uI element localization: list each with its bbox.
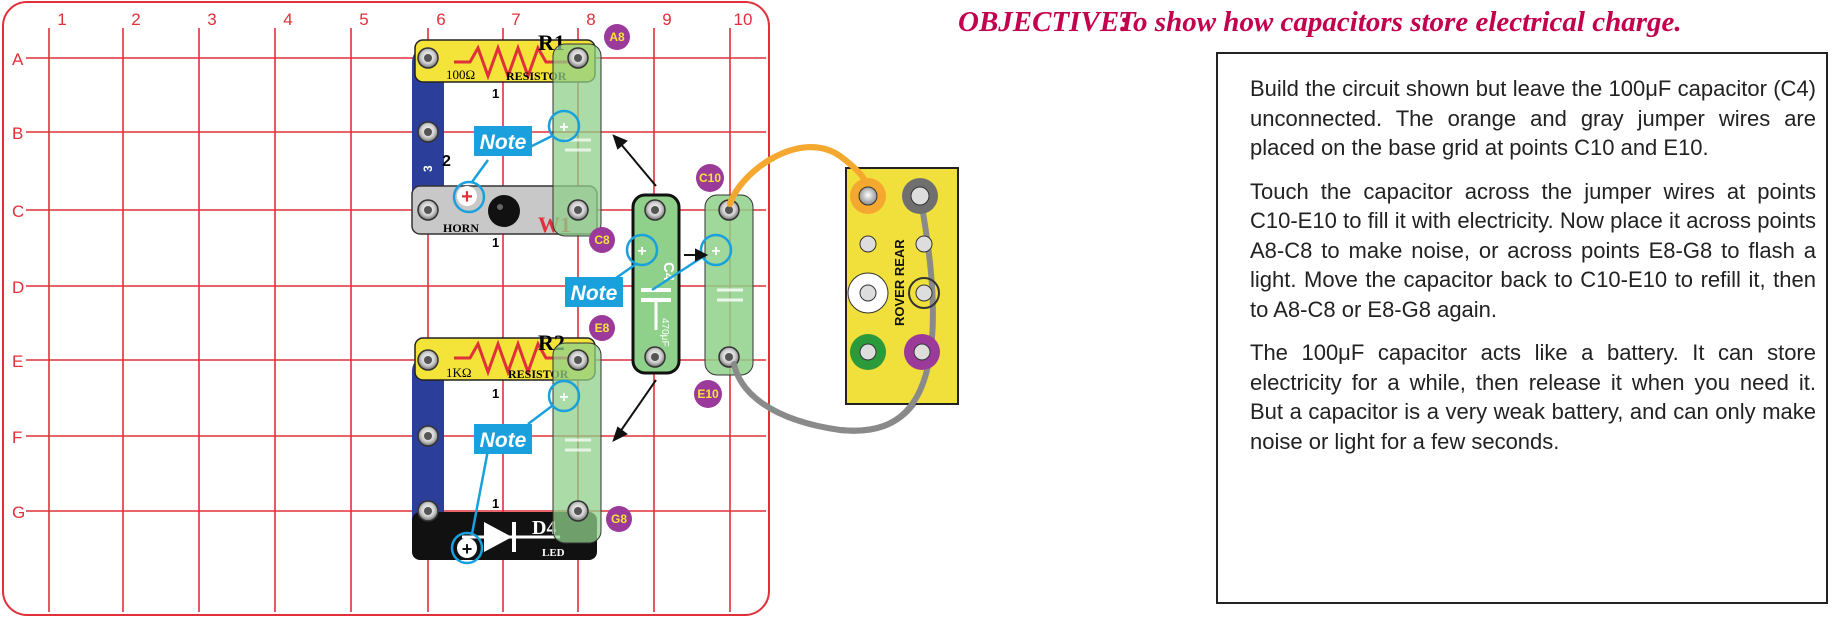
grid-row-labels: A B C D E F G xyxy=(12,50,25,522)
note-label-middle: Note xyxy=(571,282,618,305)
instructions-box: Build the circuit shown but leave the 10… xyxy=(1216,52,1828,604)
svg-text:+: + xyxy=(559,389,568,406)
snap-connector-center xyxy=(424,356,432,364)
grid-row-label: B xyxy=(12,124,23,143)
instruction-paragraph-2: Touch the capacitor across the jumper wi… xyxy=(1250,178,1816,322)
grid-column-label: 7 xyxy=(511,10,520,29)
snap-connector-center xyxy=(725,353,733,361)
svg-text:E10: E10 xyxy=(697,387,719,401)
horn-name: HORN xyxy=(443,221,479,235)
badge-e10 xyxy=(694,380,722,408)
r2-value: 1KΩ xyxy=(446,365,472,380)
wire-number-1-led: 1 xyxy=(492,496,499,511)
grid-column-label: 10 xyxy=(734,10,753,29)
capacitor-ghost-c10-e10 xyxy=(704,194,754,376)
note-box-bottom xyxy=(474,424,532,454)
snap-connector-center xyxy=(725,206,733,214)
note-box-middle xyxy=(565,277,623,307)
rover-socket-ring xyxy=(908,277,940,309)
note-callout-lines xyxy=(470,134,705,535)
snap-connector-center xyxy=(574,54,582,62)
r1-name: RESISTOR xyxy=(506,69,567,83)
snap-connector-center xyxy=(424,507,432,515)
instruction-paragraph-1: Build the circuit shown but leave the 10… xyxy=(1250,76,1816,160)
grid-column-label: 3 xyxy=(207,10,216,29)
r1-value: 100Ω xyxy=(446,67,475,82)
grid-row-label: G xyxy=(12,503,25,522)
badge-c10 xyxy=(696,164,724,192)
svg-text:G8: G8 xyxy=(611,512,627,526)
note-label-bottom: Note xyxy=(480,429,527,452)
badge-a8 xyxy=(604,24,630,50)
capacitor-c4-center xyxy=(631,193,681,375)
grid-row-label: C xyxy=(12,202,24,221)
svg-text:+: + xyxy=(461,186,473,208)
point-badges: A8 C8 E8 G8 C10 E10 xyxy=(589,24,724,532)
grid-column-label: 4 xyxy=(283,10,292,29)
snap-connector-center xyxy=(424,206,432,214)
capacitor-ghost-e8-g8 xyxy=(552,342,602,544)
badge-e8 xyxy=(589,315,615,341)
led-name: LED xyxy=(542,547,565,559)
svg-text:+: + xyxy=(637,243,646,260)
note-box-top xyxy=(474,126,532,156)
rover-socket-small-left xyxy=(859,235,877,253)
rover-socket-small-right xyxy=(915,235,933,253)
snap-connector-center xyxy=(424,432,432,440)
snap-connector-center xyxy=(574,206,582,214)
wire-number-1-horn: 1 xyxy=(492,235,499,250)
grid-column-label: 6 xyxy=(436,10,445,29)
snap-connector-center xyxy=(574,507,582,515)
grid-row-label: D xyxy=(12,278,24,297)
objective-text: To show how capacitors store electrical … xyxy=(1118,6,1682,38)
wire-number-1-r2: 1 xyxy=(492,386,499,401)
wire-number-3-top: 3 xyxy=(421,165,435,172)
note-callout-circles xyxy=(450,109,733,565)
grid-column-label: 9 xyxy=(662,10,671,29)
plus-marker-horn xyxy=(457,186,477,206)
objective-label: OBJECTIVE: xyxy=(958,6,1129,38)
rover-rear-label: ROVER REAR xyxy=(892,239,907,326)
horn-speaker-icon xyxy=(488,195,520,227)
rover-rear-panel: ROVER REAR xyxy=(727,144,959,434)
svg-text:C10: C10 xyxy=(699,171,721,185)
objective-line: OBJECTIVE:To show how capacitors store e… xyxy=(958,6,1828,39)
capacitor-c4-value: 470μF xyxy=(659,318,670,347)
resistor-r2-zigzag xyxy=(454,339,575,377)
wire-number-1-r1: 1 xyxy=(492,86,499,101)
badge-g8 xyxy=(606,506,632,532)
snap-connector-center xyxy=(651,206,659,214)
snap-connector-center xyxy=(574,356,582,364)
snap-connector-center xyxy=(651,353,659,361)
svg-text:A8: A8 xyxy=(609,30,625,44)
grid-row-label: A xyxy=(12,50,24,69)
grid-column-label: 5 xyxy=(359,10,368,29)
svg-text:+: + xyxy=(462,539,473,559)
badge-c8 xyxy=(589,227,615,253)
svg-text:E8: E8 xyxy=(595,321,610,335)
note-label-top: Note xyxy=(480,131,527,154)
resistor-r1-zigzag xyxy=(454,43,575,81)
wire-number-2-top: 2 xyxy=(442,153,451,170)
snap-connectors xyxy=(417,47,740,522)
svg-text:+: + xyxy=(559,119,568,136)
grid-column-label: 2 xyxy=(131,10,140,29)
grid-column-labels: 1 2 3 4 5 6 7 8 9 10 xyxy=(57,10,752,29)
grid-column-label: 1 xyxy=(57,10,66,29)
led-label: D4 xyxy=(532,517,556,539)
snap-connector-center xyxy=(424,54,432,62)
grid-row-label: E xyxy=(12,352,23,371)
instruction-paragraph-3: The 100μF capacitor acts like a battery.… xyxy=(1250,340,1816,454)
grid-row-label: F xyxy=(12,428,22,447)
plus-marker-led xyxy=(457,538,477,558)
snap-connector-center xyxy=(424,128,432,136)
move-arrows xyxy=(612,134,709,442)
svg-text:C8: C8 xyxy=(594,233,610,247)
svg-text:+: + xyxy=(711,243,720,260)
grid-column-label: 8 xyxy=(586,10,595,29)
